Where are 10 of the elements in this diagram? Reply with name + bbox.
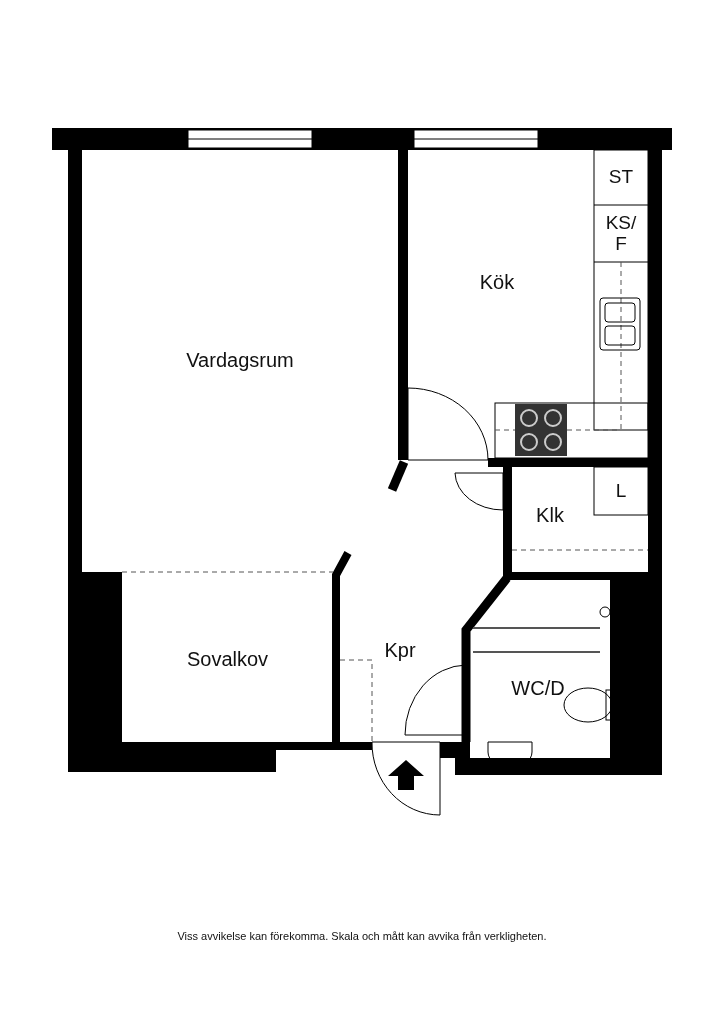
room-label: Vardagsrum <box>186 349 294 371</box>
room-label: ST <box>607 167 635 188</box>
room-label: KS/ F <box>604 212 638 255</box>
room-label: WC/D <box>511 676 565 699</box>
room-label: Kök <box>479 271 515 293</box>
room-label: Klk <box>536 504 564 526</box>
room-label: Kpr <box>384 639 416 661</box>
room-label: Sovalkov <box>186 647 269 670</box>
disclaimer-note: Viss avvikelse kan förekomma. Skala och mått kan avvika från verkligheten. <box>176 930 548 942</box>
room-label: L <box>614 480 628 502</box>
